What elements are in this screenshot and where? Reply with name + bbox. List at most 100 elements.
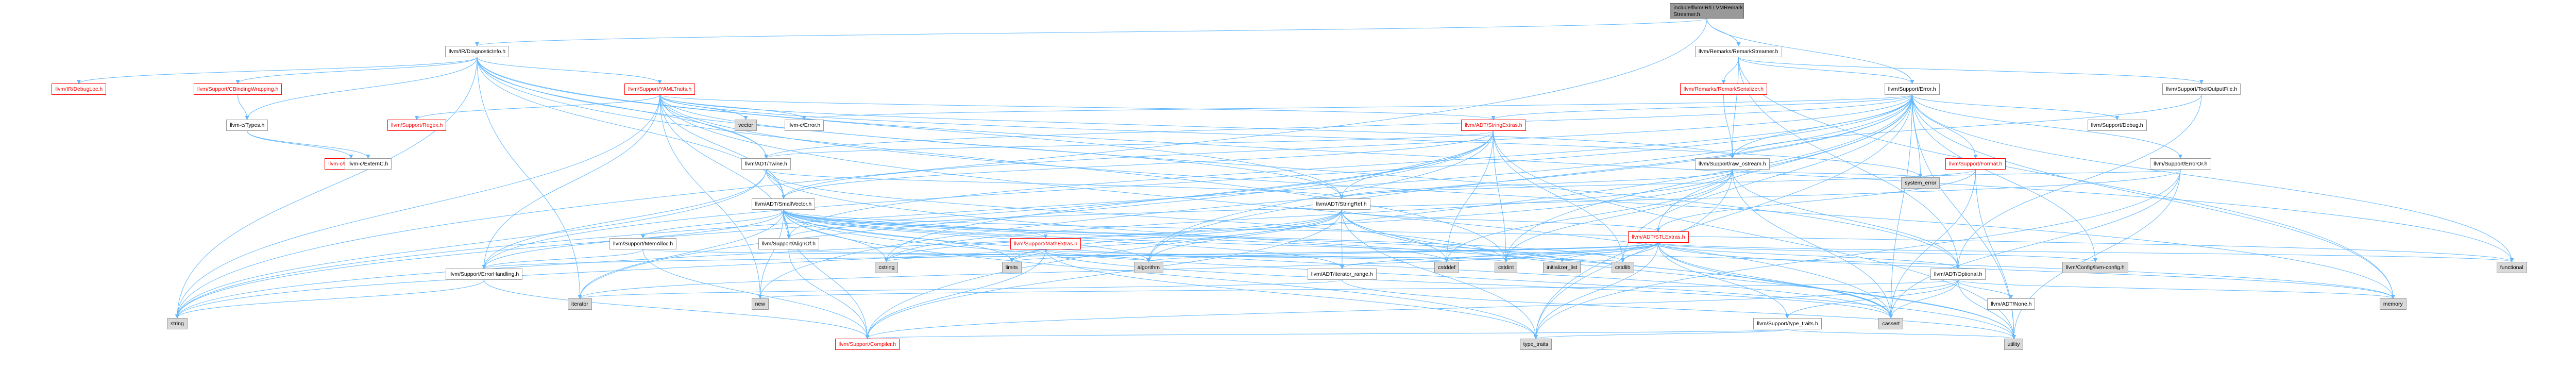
node-remark-serializer[interactable]: llvm/Remarks/RemarkSerializer.h — [1680, 83, 1767, 95]
node-ir-diagnosticinfo[interactable]: llvm/IR/DiagnosticInfo.h — [445, 46, 510, 58]
edge-errorhandling-to-string — [175, 279, 484, 319]
node-support-debug[interactable]: llvm/Support/Debug.h — [2087, 120, 2147, 131]
edge-stlextras-to-utility — [1658, 242, 2016, 339]
root-file-line1: include/llvm/IR/LLVMRemark — [1673, 5, 1743, 11]
node-yaml-traits[interactable]: llvm/Support/YAMLTraits.h — [624, 83, 696, 95]
edge-stringref-to-type_traits — [1341, 209, 1538, 339]
edge-supporterror-to-cstdint — [1504, 94, 1912, 262]
edge-optional-to-typetraits — [1785, 279, 1958, 319]
edge-smallvector-to-mathextras — [783, 209, 1048, 239]
node-utility[interactable]: utility — [2004, 339, 2024, 350]
edge-toolout-to-optional — [1956, 94, 2202, 269]
edge-yamltraits-to-rawostream — [659, 94, 1735, 159]
node-llvm-config[interactable]: llvm/Config/llvm-config.h — [2062, 261, 2128, 273]
node-optional[interactable]: llvm/ADT/Optional.h — [1930, 268, 1986, 280]
edge-llvmc_types-to-llvmc_externc — [247, 130, 370, 159]
edge-optional-to-utility — [1958, 279, 2016, 339]
edge-yamltraits-to-systemerror — [659, 94, 1923, 178]
edge-yamltraits-to-twine — [659, 94, 768, 159]
edge-smallvector-to-cassert — [783, 209, 1893, 319]
node-remark-streamer[interactable]: llvm/Remarks/RemarkStreamer.h — [1694, 46, 1782, 58]
node-ir-debugloc[interactable]: llvm/IR/DebugLoc.h — [52, 83, 107, 95]
edge-stringextras-to-iterator — [578, 130, 1494, 299]
root-file-node[interactable]: include/llvm/IR/LLVMRemark Streamer.h — [1670, 3, 1744, 19]
node-regex[interactable]: llvm/Support/Regex.h — [387, 120, 447, 131]
edge-stringextras-to-twine — [764, 130, 1494, 159]
node-system-error[interactable]: system_error — [1901, 177, 1940, 189]
edge-supporterror-to-type_traits — [1534, 94, 1912, 339]
edge-root-to-string — [175, 18, 1707, 319]
edge-stringref-to-compiler — [865, 209, 1342, 339]
edge-rawostream-to-cstddef — [1445, 169, 1733, 262]
node-align-of[interactable]: llvm/Support/AlignOf.h — [758, 238, 819, 250]
edge-erroror-to-type_traits — [1534, 169, 2181, 339]
node-error-handling[interactable]: llvm/Support/ErrorHandling.h — [446, 268, 523, 280]
node-none[interactable]: llvm/ADT/None.h — [1987, 298, 2036, 310]
node-initializer-list[interactable]: initializer_list — [1543, 261, 1581, 273]
node-limits[interactable]: limits — [1002, 261, 1022, 273]
node-mem-alloc[interactable]: llvm/Support/MemAlloc.h — [609, 238, 677, 250]
root-file-line2: Streamer.h — [1673, 11, 1700, 18]
node-small-vector[interactable]: llvm/ADT/SmallVector.h — [751, 198, 816, 210]
node-iterator[interactable]: iterator — [568, 298, 592, 310]
node-support-error[interactable]: llvm/Support/Error.h — [1884, 83, 1940, 95]
edge-stlextras-to-limits — [1010, 242, 1658, 262]
edge-optional-to-memory — [1958, 279, 2395, 299]
node-string[interactable]: string — [167, 317, 188, 329]
node-new[interactable]: new — [751, 298, 769, 310]
edge-yamltraits-to-stringref — [659, 94, 1344, 199]
node-iterator-range[interactable]: llvm/ADT/iterator_range.h — [1307, 268, 1377, 280]
node-type-traits[interactable]: type_traits — [1519, 339, 1552, 350]
node-tool-output-file[interactable]: llvm/Support/ToolOutputFile.h — [2162, 83, 2241, 95]
edge-rawostream-to-stringref — [1340, 169, 1733, 199]
node-string-extras[interactable]: llvm/ADT/StringExtras.h — [1461, 120, 1526, 131]
node-llvmc-error[interactable]: llvm-c/Error.h — [785, 120, 824, 131]
edge-llvmc_types-to-llvmc_datatypes — [247, 130, 353, 159]
edge-smallvector-to-algorithm — [783, 209, 1151, 262]
node-support-type-traits[interactable]: llvm/Support/type_traits.h — [1753, 317, 1822, 329]
node-string-ref[interactable]: llvm/ADT/StringRef.h — [1312, 198, 1370, 210]
edge-typetraits-to-type_traits — [1534, 329, 1788, 339]
node-raw-ostream[interactable]: llvm/Support/raw_ostream.h — [1694, 158, 1770, 170]
edge-remarkstreamer-to-optional — [1738, 57, 1960, 269]
node-cbinding-wrapping[interactable]: llvm/Support/CBindingWrapping.h — [193, 83, 282, 95]
node-twine[interactable]: llvm/ADT/Twine.h — [741, 158, 791, 170]
edge-smallvector-to-memory — [783, 209, 2395, 299]
edge-stlextras-to-memory — [1658, 242, 2395, 299]
edge-mathextras-to-limits — [1010, 249, 1046, 262]
node-cstddef[interactable]: cstddef — [1434, 261, 1460, 273]
node-cstdlib[interactable]: cstdlib — [1611, 261, 1634, 273]
node-functional[interactable]: functional — [2496, 261, 2527, 273]
edge-yamltraits-to-stringextras — [659, 94, 1496, 120]
edge-smallvector-to-initlist — [783, 209, 1564, 262]
node-support-format[interactable]: llvm/Support/Format.h — [1945, 158, 2006, 170]
edge-rawostream-to-optional — [1732, 169, 1960, 269]
edge-ir_diagnosticinfo-to-llvmc_types — [245, 57, 478, 120]
node-support-compiler[interactable]: llvm/Support/Compiler.h — [835, 339, 900, 350]
node-vector[interactable]: vector — [735, 120, 757, 131]
edge-remarkstreamer-to-rawostream — [1730, 57, 1739, 159]
node-cstring[interactable]: cstring — [875, 261, 899, 273]
edge-typetraits-to-compiler — [866, 329, 1788, 339]
edge-smallvector-to-memalloc — [641, 209, 784, 239]
edge-erroror-to-aligntof — [787, 169, 2181, 239]
node-algorithm[interactable]: algorithm — [1133, 261, 1164, 273]
edge-root-to-ir_diagnosticinfo — [475, 18, 1707, 46]
edge-supporterror-to-errorhandling — [482, 94, 1912, 269]
node-llvmc-externc[interactable]: llvm-c/ExternC.h — [345, 158, 392, 170]
node-cstdint[interactable]: cstdint — [1494, 261, 1518, 273]
edge-iteratorrange-to-iterator — [578, 279, 1343, 299]
edge-stringref-to-limits — [1010, 209, 1342, 262]
edge-yamltraits-to-regex — [415, 94, 660, 120]
node-math-extras[interactable]: llvm/Support/MathExtras.h — [1010, 238, 1081, 250]
node-llvmc-types[interactable]: llvm-c/Types.h — [226, 120, 268, 131]
edge-supporterror-to-smallvector — [782, 94, 1912, 199]
edge-smallvector-to-type_traits — [783, 209, 1538, 339]
node-error-or[interactable]: llvm/Support/ErrorOr.h — [2150, 158, 2211, 170]
node-memory[interactable]: memory — [2379, 298, 2406, 310]
edge-format-to-cassert — [1889, 169, 1976, 319]
node-cassert[interactable]: cassert — [1878, 317, 1904, 329]
node-stl-extras[interactable]: llvm/ADT/STLExtras.h — [1628, 231, 1689, 243]
edge-smallvector-to-compiler — [783, 209, 870, 339]
